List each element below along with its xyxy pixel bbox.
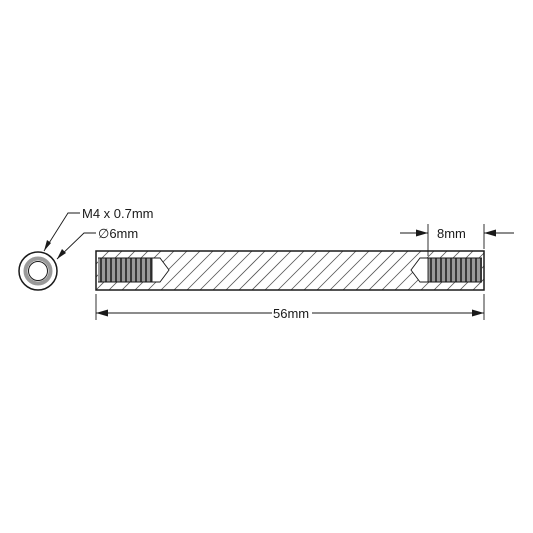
hatch-line (186, 251, 227, 290)
hatch-line (303, 251, 344, 290)
thread-callout-leader (43, 212, 80, 252)
hatch-line (355, 251, 396, 290)
diameter-callout-leader (56, 232, 96, 260)
overall-length-dimension (95, 294, 485, 320)
hatch-line (277, 251, 318, 290)
hatch-line (472, 278, 484, 290)
hatch-line (499, 251, 533, 290)
hatch-line (381, 251, 422, 290)
hatch-line (173, 251, 214, 290)
hatch-line (238, 251, 279, 290)
end-view-inner-hole (28, 261, 48, 281)
overall-length-label: 56mm (273, 306, 309, 321)
hatch-line (96, 251, 97, 252)
left-internal-thread (98, 257, 170, 283)
hatch-line (225, 251, 266, 290)
hatch-line (160, 251, 201, 290)
hatch-line (199, 251, 240, 290)
hatch-line (212, 251, 253, 290)
hatch-line (512, 251, 533, 290)
hatch-line (96, 251, 110, 265)
hatch-line (290, 251, 331, 290)
standoff-body-outline (95, 250, 485, 291)
right-internal-thread (410, 257, 482, 283)
end-view (18, 251, 58, 291)
hatch-line (368, 251, 409, 290)
hatch-line (316, 251, 357, 290)
thread-depth-dimension (400, 224, 514, 256)
hatch-line (486, 251, 525, 290)
hatch-line (251, 251, 292, 290)
thread-spec-label: M4 x 0.7mm (82, 206, 154, 221)
outer-diameter-label: ∅6mm (98, 226, 138, 241)
hatch-line (264, 251, 305, 290)
hatch-line (342, 251, 383, 290)
hatch-line (329, 251, 370, 290)
section-view (95, 250, 533, 291)
thread-depth-label: 8mm (437, 226, 466, 241)
